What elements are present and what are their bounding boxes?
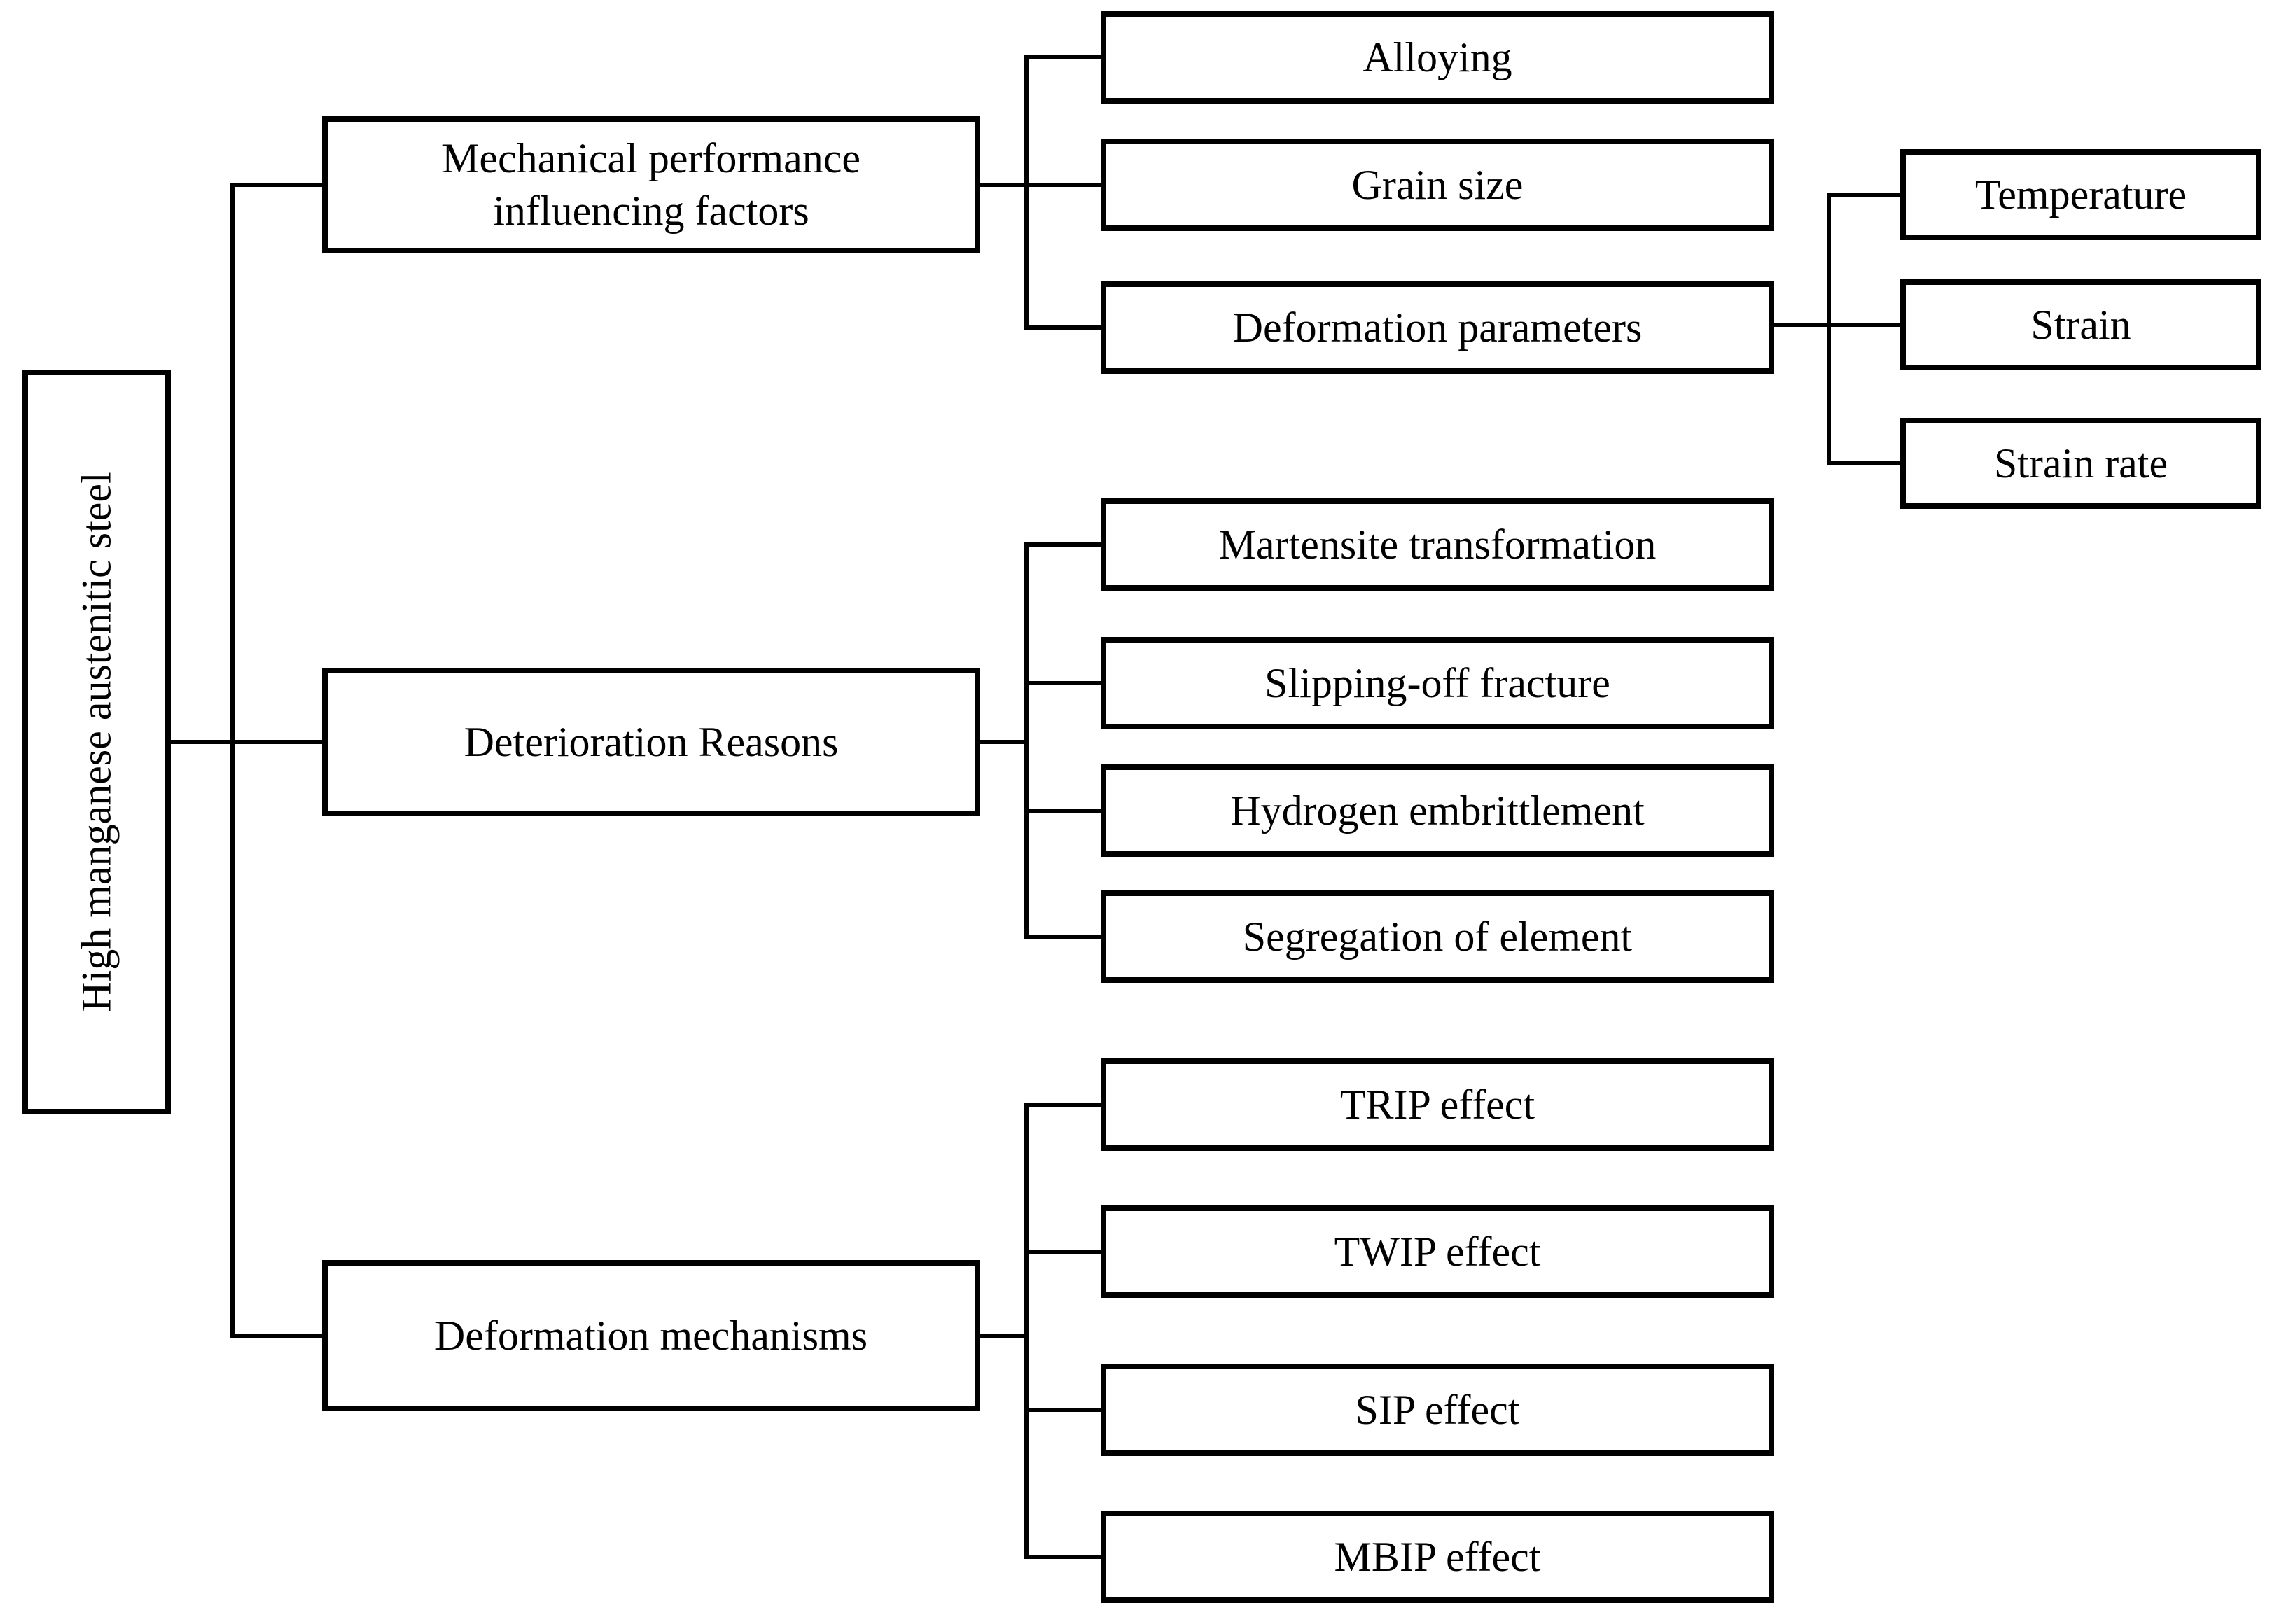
- node-segregation-of-element: Segregation of element: [1101, 890, 1774, 983]
- node-label: Slipping-off fracture: [1264, 659, 1610, 706]
- node-label: SIP effect: [1355, 1386, 1520, 1433]
- node-twip-effect: TWIP effect: [1101, 1205, 1774, 1298]
- node-label: Strain rate: [1993, 440, 2168, 486]
- node-slipping-off-fracture: Slipping-off fracture: [1101, 637, 1774, 729]
- node-hydrogen-embrittlement: Hydrogen embrittlement: [1101, 764, 1774, 857]
- node-label: High manganese austenitic steel: [73, 472, 120, 1012]
- node-deformation-parameters: Deformation parameters: [1101, 281, 1774, 374]
- node-label-line-1: Mechanical performance: [442, 135, 860, 181]
- node-deformation-mechanisms: Deformation mechanisms: [322, 1260, 980, 1411]
- node-label: Alloying: [1362, 34, 1512, 80]
- node-label: Deterioration Reasons: [464, 718, 839, 765]
- node-sip-effect: SIP effect: [1101, 1364, 1774, 1456]
- node-deterioration-reasons: Deterioration Reasons: [322, 668, 980, 816]
- node-strain-rate: Strain rate: [1900, 418, 2261, 509]
- node-alloying: Alloying: [1101, 11, 1774, 104]
- node-grain-size: Grain size: [1101, 139, 1774, 231]
- node-strain: Strain: [1900, 279, 2261, 370]
- node-root-high-manganese-austenitic-steel: High manganese austenitic steel: [22, 370, 171, 1114]
- node-label: Temperature: [1974, 171, 2187, 218]
- node-label: Grain size: [1351, 161, 1524, 208]
- node-label: TWIP effect: [1334, 1228, 1541, 1275]
- node-label: Deformation mechanisms: [434, 1312, 868, 1359]
- node-martensite-transformation: Martensite transformation: [1101, 498, 1774, 591]
- node-label: Deformation parameters: [1232, 304, 1643, 351]
- node-mechanical-performance-factors: Mechanical performance influencing facto…: [322, 116, 980, 253]
- node-label: TRIP effect: [1339, 1081, 1535, 1128]
- node-label: MBIP effect: [1334, 1533, 1541, 1580]
- node-mbip-effect: MBIP effect: [1101, 1511, 1774, 1603]
- node-label: Martensite transformation: [1218, 521, 1657, 568]
- node-label-line-2: influencing factors: [493, 188, 809, 234]
- node-label: Segregation of element: [1242, 913, 1633, 960]
- node-temperature: Temperature: [1900, 149, 2261, 240]
- node-label: Strain: [2030, 301, 2131, 348]
- node-label: Hydrogen embrittlement: [1230, 787, 1645, 834]
- node-trip-effect: TRIP effect: [1101, 1058, 1774, 1151]
